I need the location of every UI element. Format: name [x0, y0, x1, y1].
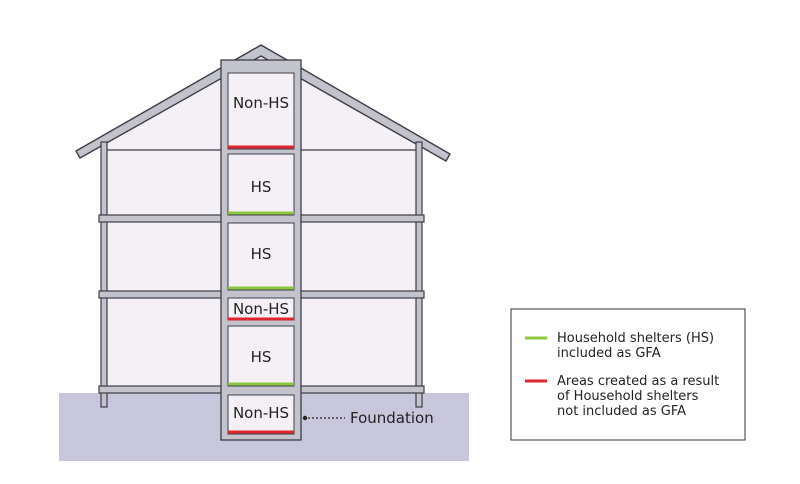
room-box-5: [227, 394, 295, 435]
legend-item-1-line-1: of Household shelters: [557, 389, 699, 404]
room-label-0: Non-HS: [233, 94, 289, 112]
right-wall: [415, 141, 423, 408]
room-box-1: [227, 153, 295, 216]
room-box-4: [227, 325, 295, 387]
room-label-5: Non-HS: [233, 404, 289, 422]
legend-item-1-line-0: Areas created as a result: [557, 374, 719, 389]
foundation-dot: [302, 415, 308, 421]
left-wall: [100, 141, 108, 408]
room-box-0: [227, 72, 295, 150]
room-box-2: [227, 222, 295, 291]
legend: Household shelters (HS) included as GFA …: [510, 308, 746, 441]
legend-item-1-line-2: not included as GFA: [557, 404, 686, 419]
room-label-2: HS: [251, 245, 272, 263]
room-label-4: HS: [251, 348, 272, 366]
roof: [75, 44, 451, 162]
legend-item-0-line-0: Household shelters (HS): [557, 331, 714, 346]
room-label-1: HS: [251, 178, 272, 196]
legend-box: [510, 308, 746, 441]
foundation-label: Foundation: [350, 409, 434, 427]
room-label-3: Non-HS: [233, 300, 289, 318]
legend-item-0-line-1: included as GFA: [557, 346, 661, 361]
